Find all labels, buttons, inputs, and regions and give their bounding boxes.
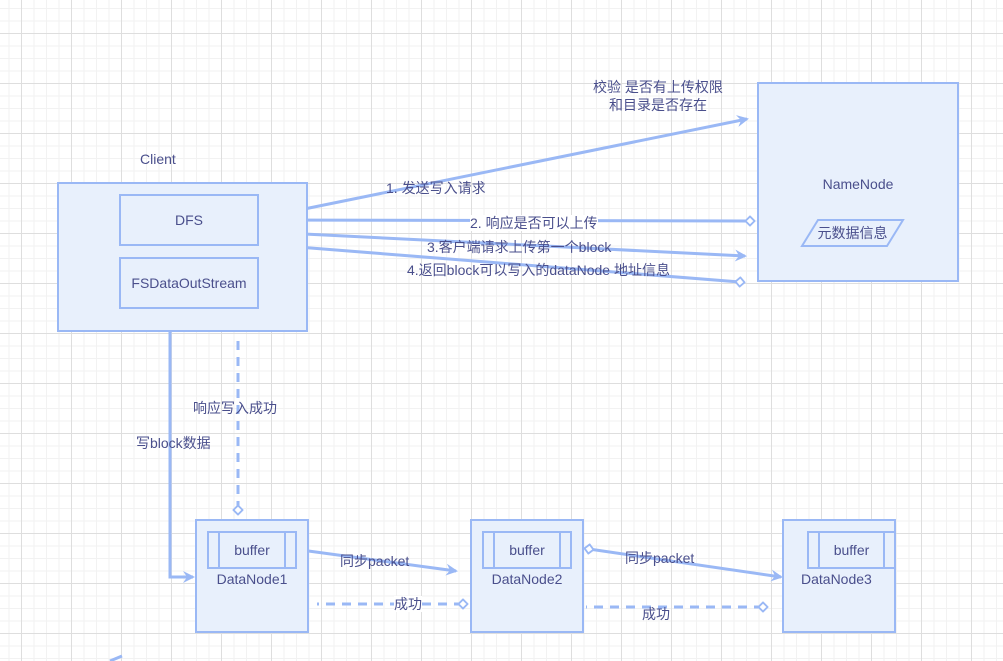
edge-label-send-write-request: 1. 发送写入请求 [386, 180, 486, 196]
edge-return-datanode-addresses [260, 244, 740, 282]
datanode1-title: DataNode1 [216, 571, 288, 587]
buffer-bar-left [493, 533, 495, 567]
datanode3-buffer[interactable]: buffer [807, 531, 896, 569]
metadata-shape[interactable] [800, 218, 905, 248]
fsdataoutstream-box[interactable]: FSDataOutStream [119, 257, 259, 309]
dfs-box[interactable]: DFS [119, 194, 259, 246]
edge-label-ack-2: 成功 [642, 606, 670, 622]
edge-write-block-data [170, 314, 193, 577]
buffer-bar-right [883, 533, 885, 567]
edge-label-sync-packet-1: 同步packet [340, 553, 410, 569]
metadata-label: 元数据信息 [817, 225, 888, 241]
client-title: Client [140, 151, 176, 167]
buffer-bar-left [818, 533, 820, 567]
buffer-label: buffer [509, 542, 545, 558]
edge-label-sync-packet-2: 同步packet [625, 550, 695, 566]
validate-annotation-line2: 和目录是否存在 [609, 97, 707, 113]
buffer-bar-right [559, 533, 561, 567]
datanode2-title: DataNode2 [491, 571, 563, 587]
datanode3-title: DataNode3 [801, 571, 872, 587]
edge-label-request-first-block: 3.客户端请求上传第一个block [427, 239, 612, 255]
edge-label-write-success: 响应写入成功 [193, 400, 277, 416]
buffer-bar-right [284, 533, 286, 567]
buffer-label: buffer [833, 542, 870, 558]
edge-label-ack-1: 成功 [394, 596, 422, 612]
buffer-bar-left [218, 533, 220, 567]
edge-label-write-block-data: 写block数据 [136, 435, 211, 451]
partial-arrow-offscreen [109, 654, 123, 661]
edge-label-response-can-upload: 2. 响应是否可以上传 [470, 215, 598, 231]
edge-sync-packet-1 [301, 550, 456, 571]
namenode-container[interactable] [757, 82, 959, 282]
datanode2-buffer[interactable]: buffer [482, 531, 572, 569]
buffer-label: buffer [234, 542, 270, 558]
edge-send-write-request [258, 115, 749, 222]
edge-sync-packet-2 [589, 549, 781, 577]
validate-annotation-line1: 校验 是否有上传权限 [593, 79, 723, 95]
datanode1-buffer[interactable]: buffer [207, 531, 297, 569]
namenode-title: NameNode [822, 176, 894, 192]
edge-label-return-datanode-addresses: 4.返回block可以写入的dataNode 地址信息 [407, 262, 670, 278]
